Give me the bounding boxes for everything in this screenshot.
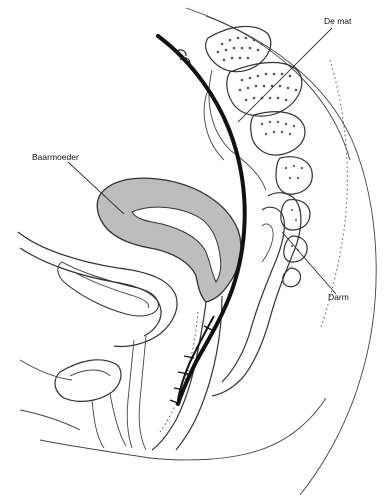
- sacral-dotted-line: [320, 60, 347, 330]
- mesh-label: De mat: [324, 16, 352, 26]
- mesh-leader-line: [238, 28, 332, 122]
- uterus-label: Baarmoeder: [32, 152, 79, 162]
- peritoneum-line: [209, 70, 266, 190]
- suture-marks: [170, 326, 212, 404]
- urethra: [127, 340, 134, 448]
- bowel-leader-line: [282, 232, 336, 294]
- vagina: [152, 302, 206, 450]
- pubic-bone: [55, 360, 121, 402]
- bladder-inner: [58, 262, 159, 316]
- lower-contour: [40, 398, 326, 460]
- bowel-label: Darm: [328, 292, 349, 302]
